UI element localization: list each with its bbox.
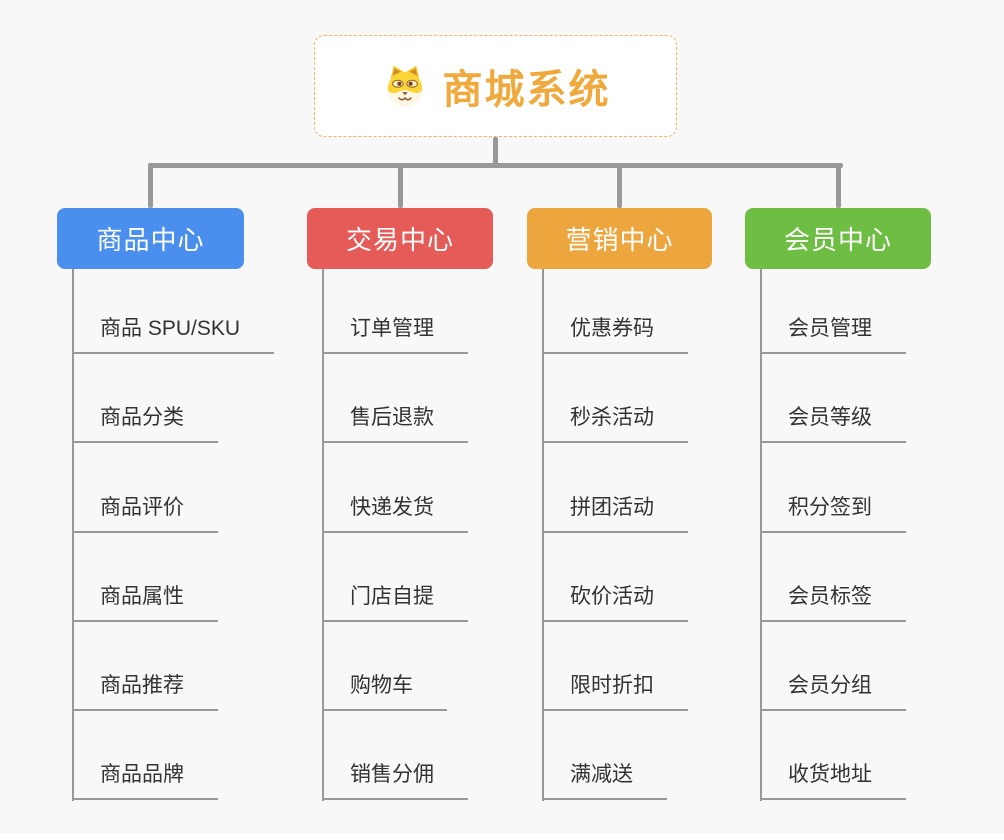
leaf-item[interactable]: 商品推荐 xyxy=(72,671,218,711)
leaf-item[interactable]: 会员标签 xyxy=(760,582,906,622)
branch-drop-line xyxy=(148,163,153,208)
leaf-item[interactable]: 售后退款 xyxy=(322,403,468,443)
root-connector-line xyxy=(493,137,498,168)
leaf-trunk-line xyxy=(322,269,324,801)
leaf-item[interactable]: 砍价活动 xyxy=(542,582,688,622)
branch-label: 营销中心 xyxy=(565,225,674,255)
branch-label: 交易中心 xyxy=(345,225,454,255)
branch-node-1[interactable]: 交易中心 xyxy=(307,208,493,269)
leaf-item[interactable]: 商品属性 xyxy=(72,582,218,622)
branch-label: 会员中心 xyxy=(783,225,892,255)
leaf-item[interactable]: 优惠券码 xyxy=(542,314,688,354)
dog-face-icon xyxy=(387,65,422,107)
leaf-item[interactable]: 商品 SPU/SKU xyxy=(72,314,275,354)
leaf-item[interactable]: 订单管理 xyxy=(322,314,468,354)
bottom-strip xyxy=(0,833,1004,840)
leaf-item[interactable]: 会员等级 xyxy=(760,403,906,443)
root-title: 商城系统 xyxy=(442,68,611,112)
branch-rail-line xyxy=(148,163,843,168)
root-node[interactable]: 商城系统 xyxy=(314,35,677,137)
leaf-item[interactable]: 快递发货 xyxy=(322,493,468,533)
branch-node-2[interactable]: 营销中心 xyxy=(527,208,712,269)
leaf-item[interactable]: 会员管理 xyxy=(760,314,906,354)
leaf-item[interactable]: 满减送 xyxy=(542,760,667,800)
leaf-item[interactable]: 商品分类 xyxy=(72,403,218,443)
leaf-item[interactable]: 商品评价 xyxy=(72,493,218,533)
leaf-item[interactable]: 收货地址 xyxy=(760,760,906,800)
branch-node-3[interactable]: 会员中心 xyxy=(745,208,931,269)
leaf-item[interactable]: 销售分佣 xyxy=(322,760,468,800)
branch-node-0[interactable]: 商品中心 xyxy=(57,208,244,269)
leaf-item[interactable]: 商品品牌 xyxy=(72,760,218,800)
leaf-item[interactable]: 限时折扣 xyxy=(542,671,688,711)
leaf-item[interactable]: 拼团活动 xyxy=(542,493,688,533)
leaf-item[interactable]: 会员分组 xyxy=(760,671,906,711)
branch-label: 商品中心 xyxy=(96,225,205,255)
branch-drop-line xyxy=(617,163,622,208)
leaf-trunk-line xyxy=(72,269,74,801)
leaf-item[interactable]: 购物车 xyxy=(322,671,447,711)
leaf-trunk-line xyxy=(760,269,762,801)
leaf-item[interactable]: 秒杀活动 xyxy=(542,403,688,443)
leaf-trunk-line xyxy=(542,269,544,801)
branch-drop-line xyxy=(397,163,403,208)
leaf-item[interactable]: 门店自提 xyxy=(322,582,468,622)
branch-drop-line xyxy=(835,163,841,208)
leaf-item[interactable]: 积分签到 xyxy=(760,493,906,533)
